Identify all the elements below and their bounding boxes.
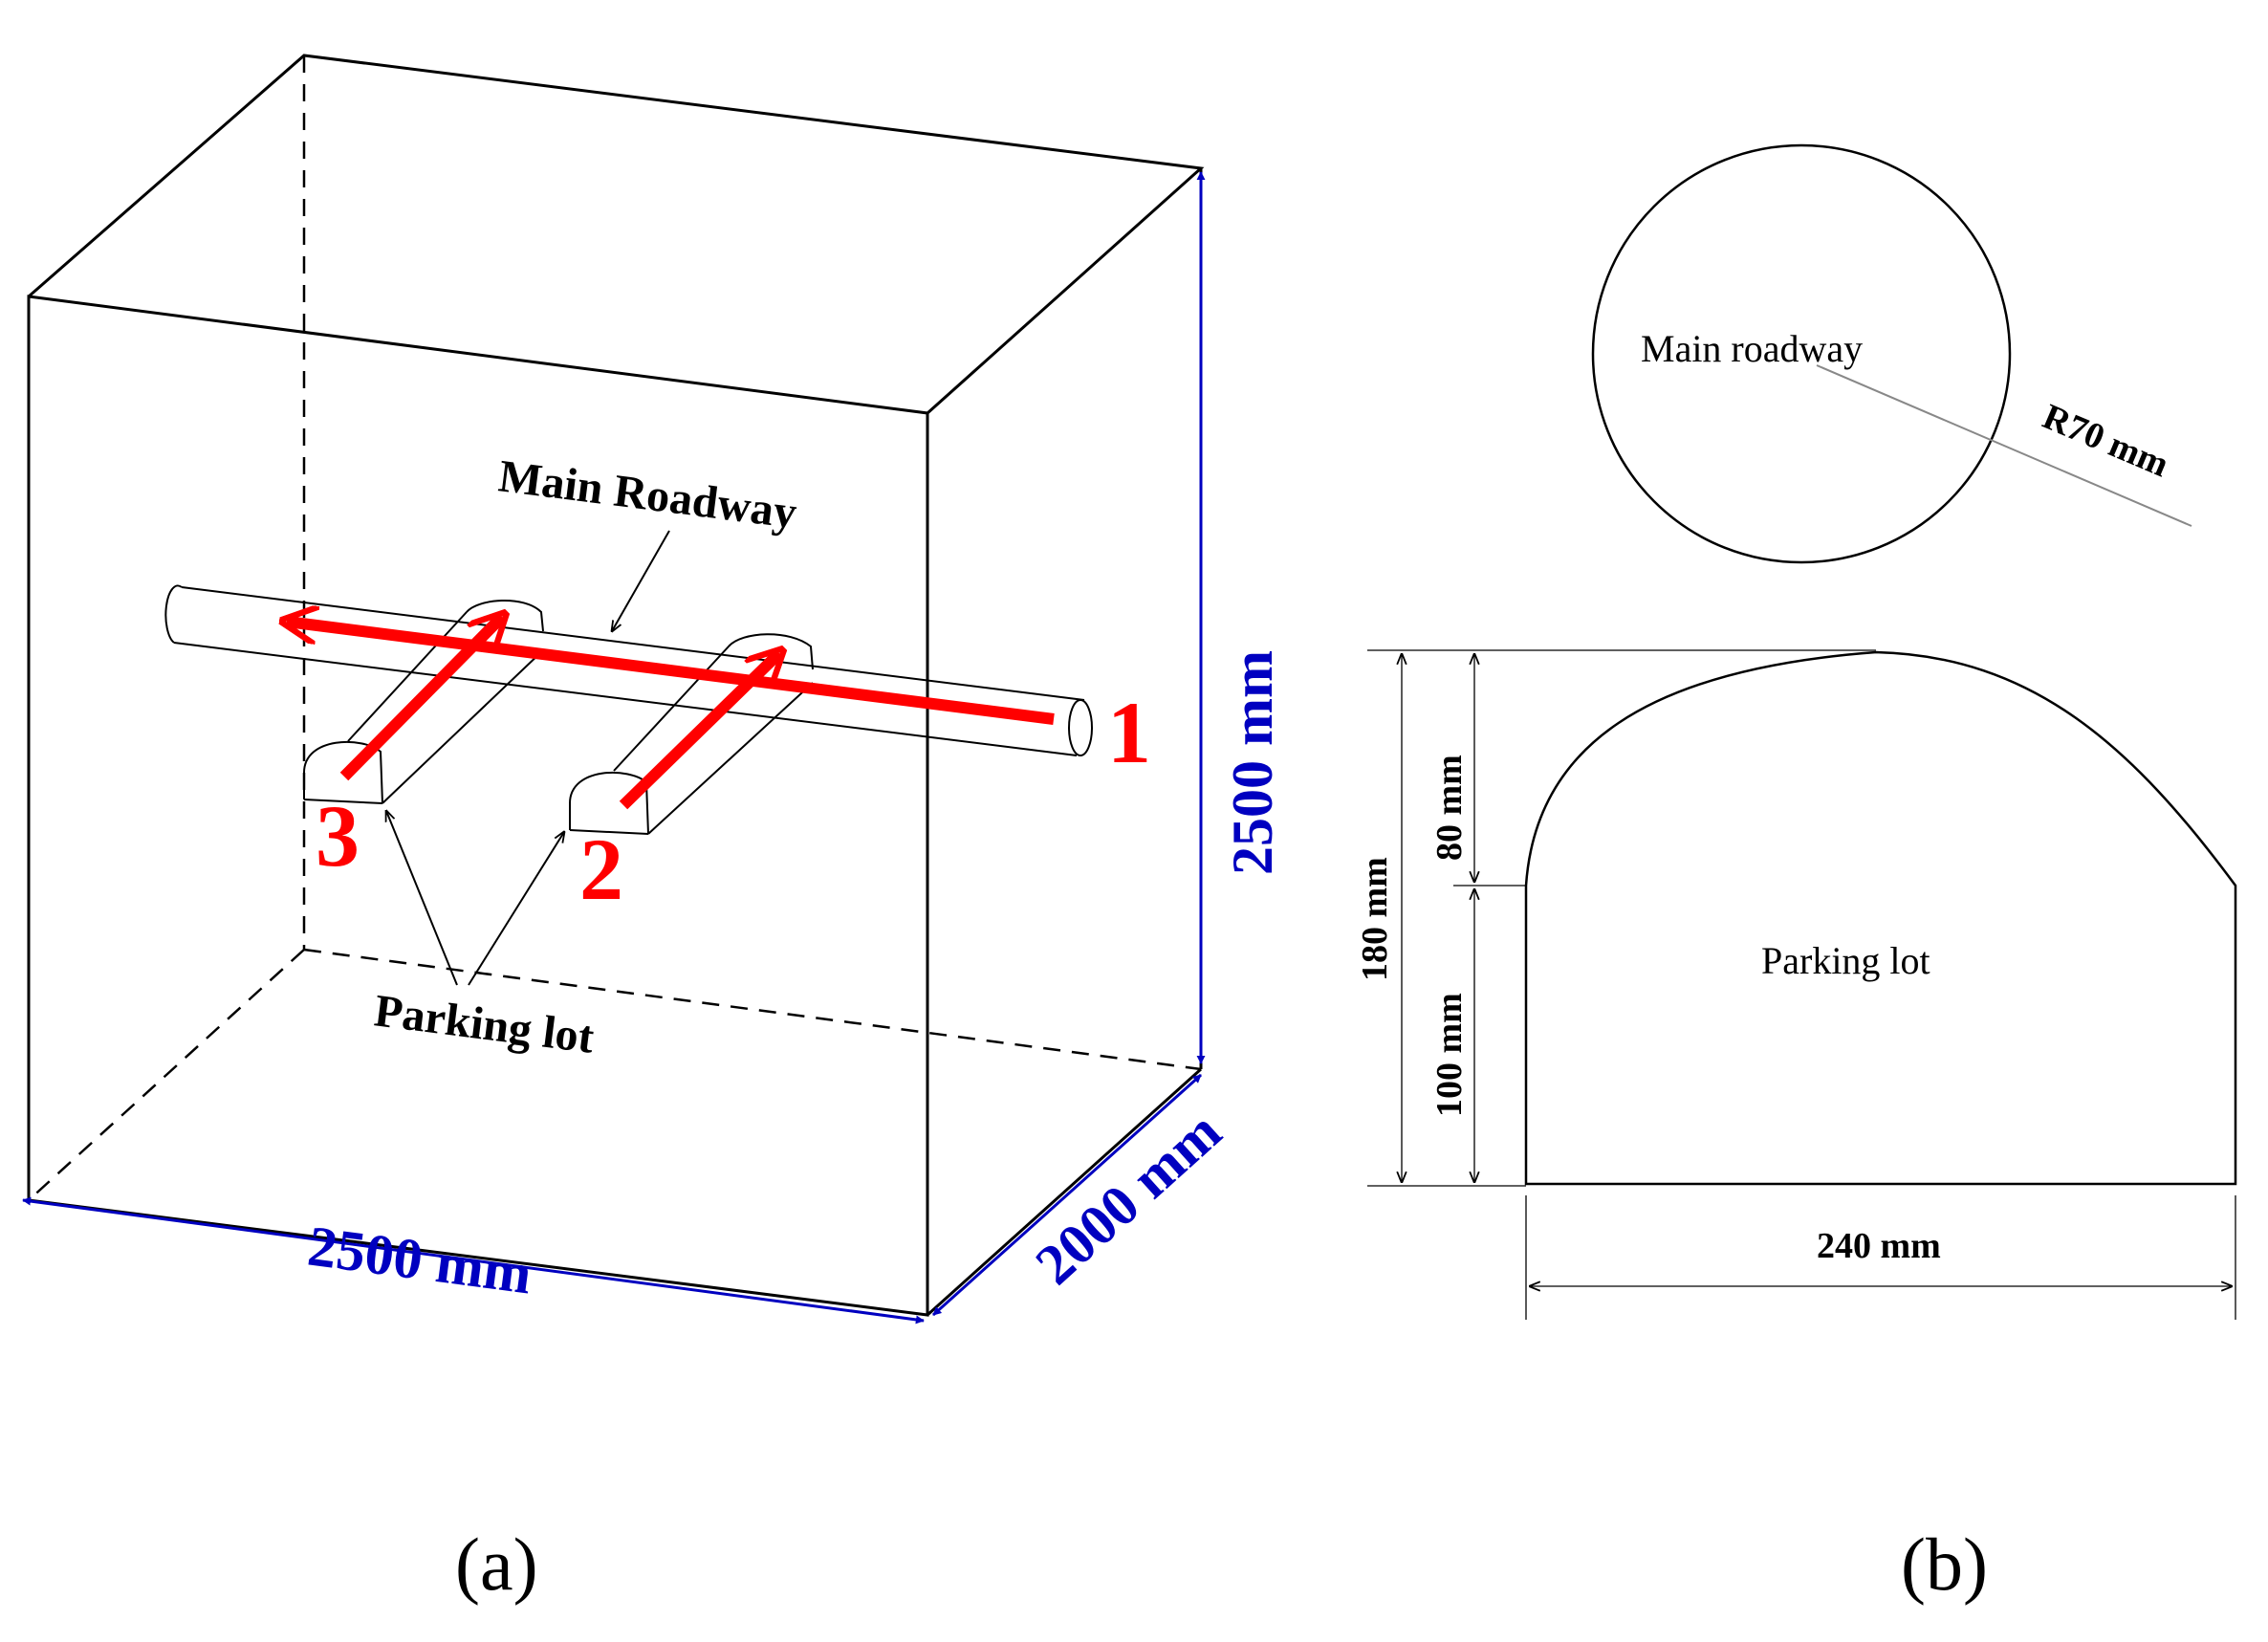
main-roadway-section-label: Main roadway	[1641, 327, 1863, 370]
box-front-face	[27, 295, 929, 1317]
point-1-label: 1	[1107, 684, 1151, 781]
extension-lines	[1367, 649, 2236, 1320]
main-roadway-section	[1591, 143, 2012, 564]
leader-parking-lot-left	[386, 811, 458, 986]
section-width-label: 240 mm	[1817, 1226, 1941, 1266]
main-roadway-tube	[164, 584, 1093, 756]
parking-lot-section	[1524, 650, 2237, 1186]
point-3-label: 3	[316, 787, 360, 885]
flow-arrow-lot-left	[339, 617, 502, 781]
height-dimension-label: 2500 mm	[1221, 650, 1284, 875]
arch-height-label: 80 mm	[1429, 755, 1470, 861]
total-height-label: 180 mm	[1355, 857, 1395, 981]
leader-parking-lot-right	[468, 832, 564, 986]
parking-lot-section-label: Parking lot	[1761, 939, 1930, 982]
panel-b: Main roadway R70 mm Parking lot 180 mm 8…	[1355, 143, 2237, 1606]
radius-line	[1816, 364, 2192, 527]
box-hidden-edges	[28, 55, 1202, 1201]
main-roadway-label: Main Roadway	[496, 450, 800, 538]
point-2-label: 2	[579, 821, 623, 918]
flow-arrows	[287, 617, 1055, 810]
panel-a: Main Roadway Parking lot 2500 mm 2500 mm…	[22, 54, 1284, 1606]
parking-lot-tunnel-right	[569, 633, 814, 835]
wall-height-label: 100 mm	[1429, 993, 1470, 1117]
parking-lot-label: Parking lot	[372, 985, 598, 1062]
depth-dimension-label: 2000 mm	[1024, 1099, 1233, 1296]
leader-main-roadway	[612, 530, 670, 631]
flow-arrow-lot-right	[619, 653, 779, 810]
box-top-face	[28, 54, 1205, 415]
width-dimension-label: 2500 mm	[304, 1214, 535, 1305]
flow-arrow-main	[287, 622, 1055, 725]
caption-a: (a)	[455, 1522, 538, 1606]
parking-lot-tunnel-left	[303, 600, 544, 804]
caption-b: (b)	[1901, 1522, 1988, 1606]
dim-line-depth	[931, 1073, 1203, 1317]
radius-label: R70 mm	[2037, 397, 2174, 486]
dim-line-width	[22, 1196, 925, 1325]
